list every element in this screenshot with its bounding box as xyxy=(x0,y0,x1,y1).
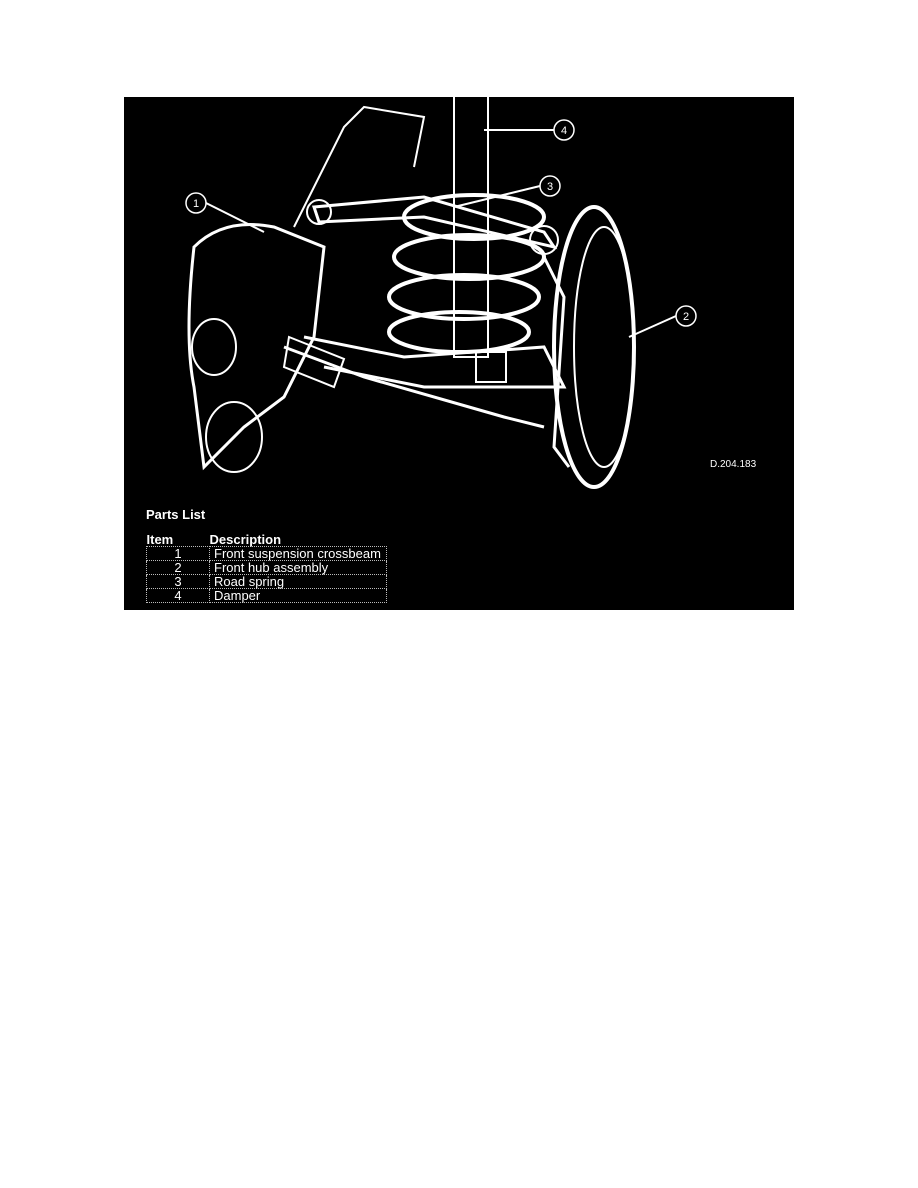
item-description: Front hub assembly xyxy=(209,560,387,575)
callout-circles xyxy=(185,119,697,327)
parts-list-title: Parts List xyxy=(146,507,206,522)
item-description: Road spring xyxy=(209,574,387,589)
header-description: Description xyxy=(209,532,282,547)
figure-code: D.204.183 xyxy=(710,459,757,470)
item-number: 2 xyxy=(146,560,210,575)
header-item: Item xyxy=(146,532,174,547)
item-number: 4 xyxy=(146,588,210,603)
suspension-illustration xyxy=(185,97,697,489)
item-description: Damper xyxy=(209,588,387,603)
item-number: 1 xyxy=(146,546,210,561)
suspension-figure: 1 2 3 4 D.204.183 Parts List Item Descri… xyxy=(124,97,794,610)
callout-leaders xyxy=(205,129,677,338)
item-number: 3 xyxy=(146,574,210,589)
item-description: Front suspension crossbeam xyxy=(209,546,387,561)
